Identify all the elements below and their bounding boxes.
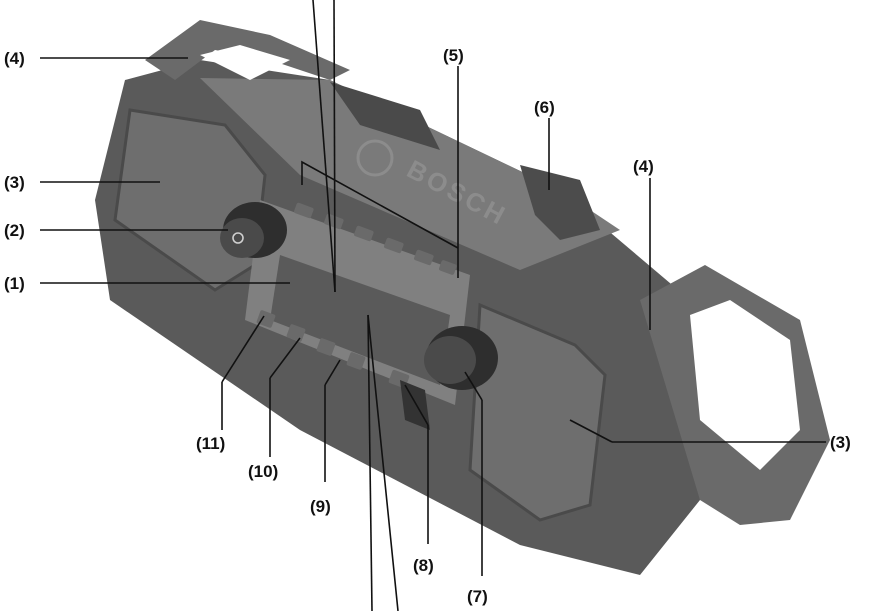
battery-compartment — [330, 82, 440, 150]
callout-7: (7) — [467, 587, 488, 606]
callout-9: (9) — [310, 497, 331, 516]
callout-5: (5) — [443, 46, 464, 65]
left-handle-opening — [200, 45, 290, 80]
callout-11: (11) — [196, 434, 225, 453]
callout-labels: (4) (3) (2) (1) (5) (6) (4) (3) (11) (10… — [4, 46, 851, 606]
callout-4-right: (4) — [633, 157, 654, 176]
preset-buttons — [293, 202, 457, 276]
preset-button[interactable] — [383, 237, 404, 254]
preset-button[interactable] — [438, 260, 457, 276]
callout-4-left: (4) — [4, 49, 25, 68]
function-button[interactable] — [256, 310, 276, 329]
preset-button[interactable] — [293, 202, 314, 219]
callout-3-left: (3) — [4, 173, 25, 192]
power-icon — [232, 232, 244, 244]
brand-emblem-icon — [356, 139, 394, 177]
callout-6: (6) — [534, 98, 555, 117]
strap-mount — [400, 380, 430, 430]
top-deck — [200, 78, 620, 270]
function-button[interactable] — [286, 324, 306, 343]
callout-1: (1) — [4, 274, 25, 293]
callout-8: (8) — [413, 556, 434, 575]
function-button[interactable] — [316, 338, 336, 357]
function-button[interactable] — [346, 352, 366, 371]
callout-3-right: (3) — [830, 433, 851, 452]
callout-10: (10) — [248, 462, 278, 481]
right-handle-opening — [690, 300, 800, 470]
volume-knob[interactable] — [424, 326, 498, 390]
leader-lines — [40, 0, 826, 611]
jobsite-radio-illustration: BOSCH — [95, 20, 830, 575]
preset-button[interactable] — [413, 249, 434, 266]
storage-clip — [520, 165, 600, 240]
callout-2: (2) — [4, 221, 25, 240]
power-knob[interactable] — [220, 202, 287, 258]
display-screen — [270, 255, 450, 385]
preset-button[interactable] — [353, 225, 374, 242]
right-speaker-grille — [468, 302, 607, 522]
function-buttons — [256, 310, 410, 389]
